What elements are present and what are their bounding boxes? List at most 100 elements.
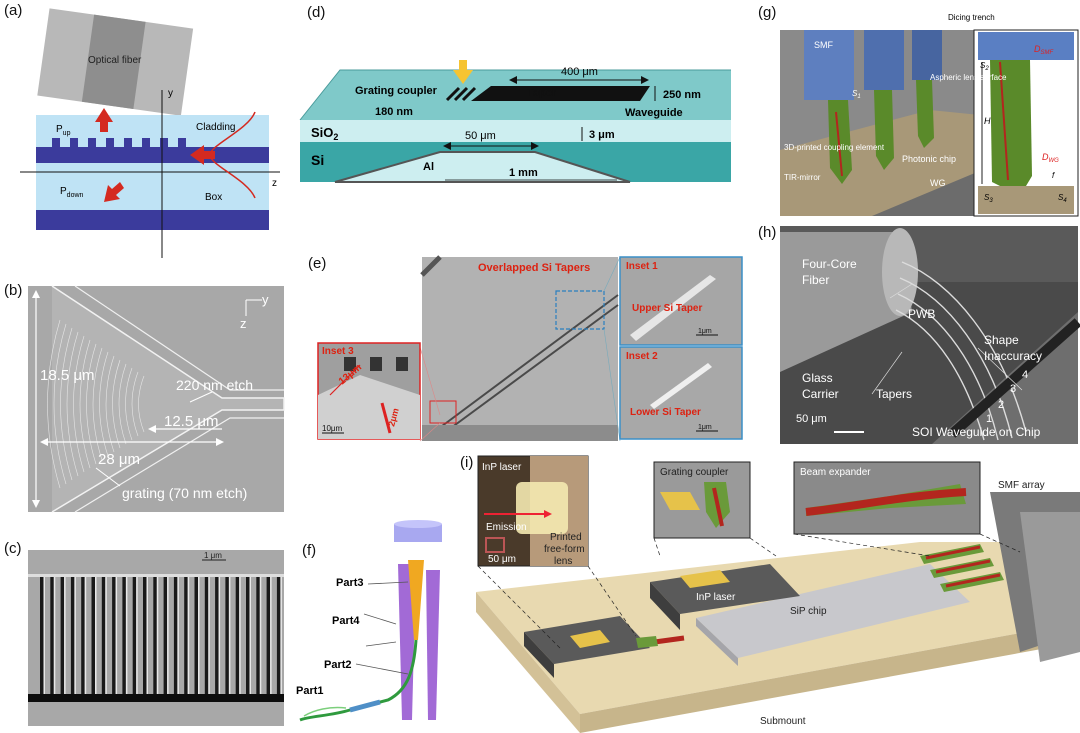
panel-d: (d) Grating coupler 400 μm Taper 250 nm … xyxy=(295,0,745,190)
arrow-down-icon xyxy=(104,182,124,202)
grating-bar-edge xyxy=(208,576,210,696)
dim-1mm-label: 1 mm xyxy=(509,167,538,179)
pwb-label: PWB xyxy=(908,307,935,321)
grating-bar-edge xyxy=(136,576,138,696)
s2-label: S2 xyxy=(980,61,989,72)
fiber-end xyxy=(394,524,442,542)
grating-bar xyxy=(276,576,281,696)
grating-coupler-inset-label: Grating coupler xyxy=(660,467,729,478)
al-label: Al xyxy=(423,161,434,173)
printed-label: 3D-printed coupling element xyxy=(784,143,885,152)
printed-coupler-render: SMF Dicing trench Aspheric lens surface … xyxy=(780,13,1079,217)
wg-label: WG xyxy=(930,178,946,188)
photonic-wire-bond-sem: Four-Core Fiber PWB Shape Inaccuracy Gla… xyxy=(780,226,1080,444)
fiber-label: Optical fiber xyxy=(88,55,142,66)
panel-g: (g) SMF Dicing trench Aspheric lens surf… xyxy=(752,0,1080,222)
hybrid-integration-render: InP laser Emission Printed free-form len… xyxy=(476,455,1080,733)
undercut-cavity xyxy=(334,151,631,183)
grating-bar-edge xyxy=(270,576,272,696)
si-label: Si xyxy=(311,152,324,168)
grating-bar-edge xyxy=(84,576,87,696)
fiber-label-h: Fiber xyxy=(802,273,829,287)
grating-bar-edge xyxy=(43,576,45,696)
dicing-label: Dicing trench xyxy=(948,13,995,22)
grating-coupler-sem-image: y z 18.5 μm 220 nm etch 12.5 μm 28 μm gr… xyxy=(28,285,285,513)
grating-bar xyxy=(235,576,240,696)
light-arrow-icon xyxy=(453,60,473,84)
sip-chip-label: SiP chip xyxy=(790,606,827,617)
scale-label-c: 1 μm xyxy=(204,551,222,560)
box-label: Box xyxy=(205,192,222,203)
grating-bar-edge xyxy=(177,576,179,696)
n4-label: 4 xyxy=(1022,369,1028,381)
part1-label: Part1 xyxy=(296,685,324,697)
dim-50-label: 50 μm xyxy=(465,130,496,142)
grating-bar xyxy=(194,576,198,696)
grating-bars xyxy=(40,576,282,696)
grating-bar-edge xyxy=(115,576,118,696)
dim-2-label: 2μm xyxy=(386,407,400,427)
panel-label-i: (i) xyxy=(460,454,474,471)
smf-label: SMF xyxy=(814,40,834,50)
taper-shape xyxy=(471,86,650,101)
taper-label: Taper xyxy=(527,87,557,99)
grating-bar xyxy=(163,576,168,696)
inset1-label: Inset 1 xyxy=(626,261,658,272)
inp-laser-label: InP laser xyxy=(696,592,736,603)
grating-bar-edge xyxy=(53,576,56,696)
emission-label: Emission xyxy=(486,522,527,533)
s1-label: S1 xyxy=(852,89,861,100)
panel-label-h: (h) xyxy=(758,224,777,241)
fourcore-label: Four-Core xyxy=(802,257,857,271)
upper-taper-label: Upper Si Taper xyxy=(632,303,702,314)
grating-bar xyxy=(204,576,209,696)
etch-220-label: 220 nm etch xyxy=(176,377,253,393)
dim-400-label: 400 μm xyxy=(561,66,598,78)
d-wg-label: DWG xyxy=(1042,152,1059,164)
panel-label-e: (e) xyxy=(308,255,327,272)
panel-f: (f) Part3 Part4 Part2 Part1 xyxy=(290,520,460,733)
grating-bar-edge xyxy=(187,576,190,696)
panel-h: (h) Four-Core Fiber PWB Shape Inaccuracy… xyxy=(752,222,1080,448)
f-label: f xyxy=(1052,171,1055,180)
s3-label: S3 xyxy=(984,193,993,204)
panel-c: (c) 1 μm xyxy=(0,538,290,733)
optical-fiber xyxy=(37,8,194,116)
grating-bar xyxy=(122,576,126,696)
n3-label: 3 xyxy=(1010,383,1016,395)
multipart-coupler-render: Part3 Part4 Part2 Part1 xyxy=(296,520,442,722)
part2-label: Part2 xyxy=(324,659,352,671)
part3-label: Part3 xyxy=(336,577,364,589)
panel-label-d: (d) xyxy=(307,4,326,21)
grating-bar-edge xyxy=(280,576,282,696)
soi-label: SOI Waveguide on Chip xyxy=(912,425,1041,439)
s4-label: S4 xyxy=(1058,193,1067,204)
inp-laser-inset-label: InP laser xyxy=(482,462,522,473)
dim-28-label: 28 μm xyxy=(98,451,140,468)
edge-coupler-schematic: Grating coupler 400 μm Taper 250 nm 180 … xyxy=(299,60,731,183)
panel-a: (a) Optical fiber y z Pup Cladding Pdown… xyxy=(0,0,290,270)
submount-label: Submount xyxy=(760,716,806,727)
lower-taper-label: Lower Si Taper xyxy=(630,407,701,418)
axis-z-label-b: z xyxy=(240,316,247,331)
grating-bar xyxy=(153,576,157,696)
grating-bar xyxy=(173,576,178,696)
panel-label-g: (g) xyxy=(758,4,777,21)
scale-label-h: 50 μm xyxy=(796,413,827,425)
d-smf-label: DSMF xyxy=(1034,44,1054,56)
shape-label: Shape xyxy=(984,333,1019,347)
axis-y-label-b: y xyxy=(262,292,269,307)
grating-bar-edge xyxy=(156,576,159,696)
pup-label: Pup xyxy=(56,124,71,137)
photonic-label: Photonic chip xyxy=(902,154,956,164)
printed3-label: lens xyxy=(554,556,572,567)
silicon-taper-sem-images: Overlapped Si Tapers Inset 3 13μm 2μm 10… xyxy=(317,255,743,442)
glass-label: Glass xyxy=(802,371,833,385)
panel-e: (e) Overlapped Si Tapers Inset 3 13μm 2μ… xyxy=(300,255,745,445)
grating-bar xyxy=(40,576,44,696)
inset3-label: Inset 3 xyxy=(322,346,354,357)
aspheric-label: Aspheric lens surface xyxy=(930,73,1007,82)
dim-height-label: 18.5 μm xyxy=(40,367,95,384)
panel-i: (i) xyxy=(460,452,1080,733)
grating-coupler-label: Grating coupler xyxy=(355,85,438,97)
